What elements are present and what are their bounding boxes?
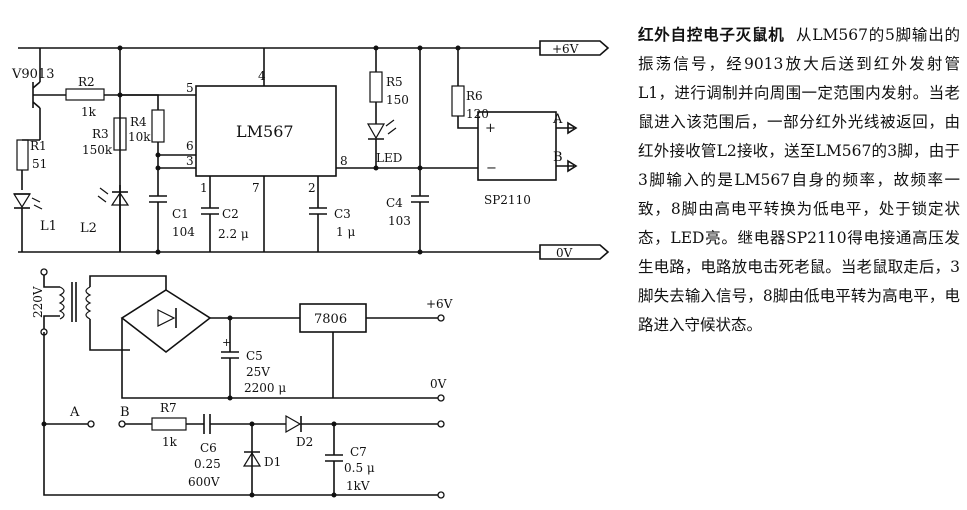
upper-circuit: +6V 0V V9013 R2 1k R1 51 xyxy=(11,40,610,260)
c1-value: 104 xyxy=(172,225,195,239)
d2-label: D2 xyxy=(296,435,313,449)
c2-label: C2 xyxy=(222,207,239,221)
v0-out-label: 0V xyxy=(430,377,447,391)
resistor-r3 xyxy=(113,117,127,151)
c5-plus: + xyxy=(222,336,231,349)
ic-label: LM567 xyxy=(236,122,294,141)
r1-label: R1 xyxy=(30,139,47,153)
pin7-label: 7 xyxy=(252,181,260,195)
pin3-label: 3 xyxy=(186,154,194,168)
c7-label: C7 xyxy=(350,445,367,459)
c2-value: 2.2 μ xyxy=(218,227,249,241)
c3-value: 1 μ xyxy=(336,225,355,239)
ir-led-l1: L1 xyxy=(12,193,57,252)
transformer xyxy=(58,275,167,351)
rail-6v-label: +6V xyxy=(552,42,579,56)
c5-value: 2200 μ xyxy=(244,381,286,395)
ic-lm567 xyxy=(195,85,337,177)
c7-value: 0.5 μ xyxy=(344,461,375,475)
pin6-label: 6 xyxy=(186,139,194,153)
r3-value: 150k xyxy=(82,143,113,157)
a-in-label: A xyxy=(69,405,80,420)
relay-label: SP2110 xyxy=(484,193,531,207)
relay-minus: − xyxy=(486,161,497,176)
v6-out-label: +6V xyxy=(426,297,453,311)
resistor-r5 xyxy=(369,71,383,103)
c5-label: C5 xyxy=(246,349,263,363)
r5-label: R5 xyxy=(386,75,403,89)
out-a-label: A xyxy=(552,112,563,127)
v9013-label: V9013 xyxy=(11,67,54,82)
bridge-rectifier xyxy=(120,289,300,401)
c5-voltage: 25V xyxy=(246,365,270,379)
resistor-r6 xyxy=(451,85,465,117)
led: LED xyxy=(366,119,402,168)
b-in-label: B xyxy=(120,405,130,420)
out-b-label: B xyxy=(553,150,563,165)
pin5-label: 5 xyxy=(186,81,194,95)
r7-value: 1k xyxy=(162,435,178,449)
transistor-v9013: V9013 xyxy=(11,48,60,140)
c6-value: 0.25 xyxy=(194,457,221,471)
pin4-label: 4 xyxy=(258,69,266,83)
resistor-r1 xyxy=(16,139,29,171)
rail-0v-arrow xyxy=(539,244,610,260)
pin1-label: 1 xyxy=(200,181,208,195)
c6-voltage: 600V xyxy=(188,475,220,489)
r2-value: 1k xyxy=(81,105,97,119)
pin8-label: 8 xyxy=(340,154,348,168)
relay-plus: + xyxy=(485,121,496,136)
circuit-schematic: +6V 0V V9013 R2 1k R1 51 xyxy=(11,40,610,499)
description-title: 红外自控电子灭鼠机 xyxy=(638,25,785,44)
c1-label: C1 xyxy=(172,207,189,221)
resistor-r4 xyxy=(151,109,165,143)
ac-label: 220V xyxy=(31,286,45,318)
description-body: 从LM567的5脚输出的振荡信号，经9013放大后送到红外发射管L1，进行调制并… xyxy=(638,26,960,334)
led-label: LED xyxy=(376,151,402,165)
r6-label: R6 xyxy=(466,89,483,103)
power-supply: 220V + C5 25V 2200 μ 7806 xyxy=(31,268,453,496)
ir-receiver-l2: L2 xyxy=(80,185,130,252)
l2-label: L2 xyxy=(80,221,97,236)
r4-value: 10k xyxy=(128,130,151,144)
r1-value: 51 xyxy=(32,157,47,171)
c4-label: C4 xyxy=(386,196,403,210)
reg-label: 7806 xyxy=(314,312,347,327)
hv-circuit: A B R7 1k C6 0.25 600V D1 D2 C7 0.5 μ 1k… xyxy=(41,401,445,499)
c6-label: C6 xyxy=(200,441,217,455)
pin2-label: 2 xyxy=(308,181,316,195)
relay-sp2110 xyxy=(477,111,557,181)
r7-label: R7 xyxy=(160,401,177,415)
rail-6v-arrow xyxy=(539,40,610,56)
d1-label: D1 xyxy=(264,455,281,469)
rail-0v-label: 0V xyxy=(556,246,573,260)
r2-label: R2 xyxy=(78,75,95,89)
r4-label: R4 xyxy=(130,115,147,129)
r3-label: R3 xyxy=(92,127,109,141)
resistor-r7 xyxy=(151,417,187,431)
c4-value: 103 xyxy=(388,214,411,228)
l1-label: L1 xyxy=(40,219,57,234)
resistor-r2 xyxy=(65,88,105,101)
description-text: 红外自控电子灭鼠机 从LM567的5脚输出的振荡信号，经9013放大后送到红外发… xyxy=(638,20,960,340)
r5-value: 150 xyxy=(386,93,409,107)
c3-label: C3 xyxy=(334,207,351,221)
c7-voltage: 1kV xyxy=(346,479,370,493)
